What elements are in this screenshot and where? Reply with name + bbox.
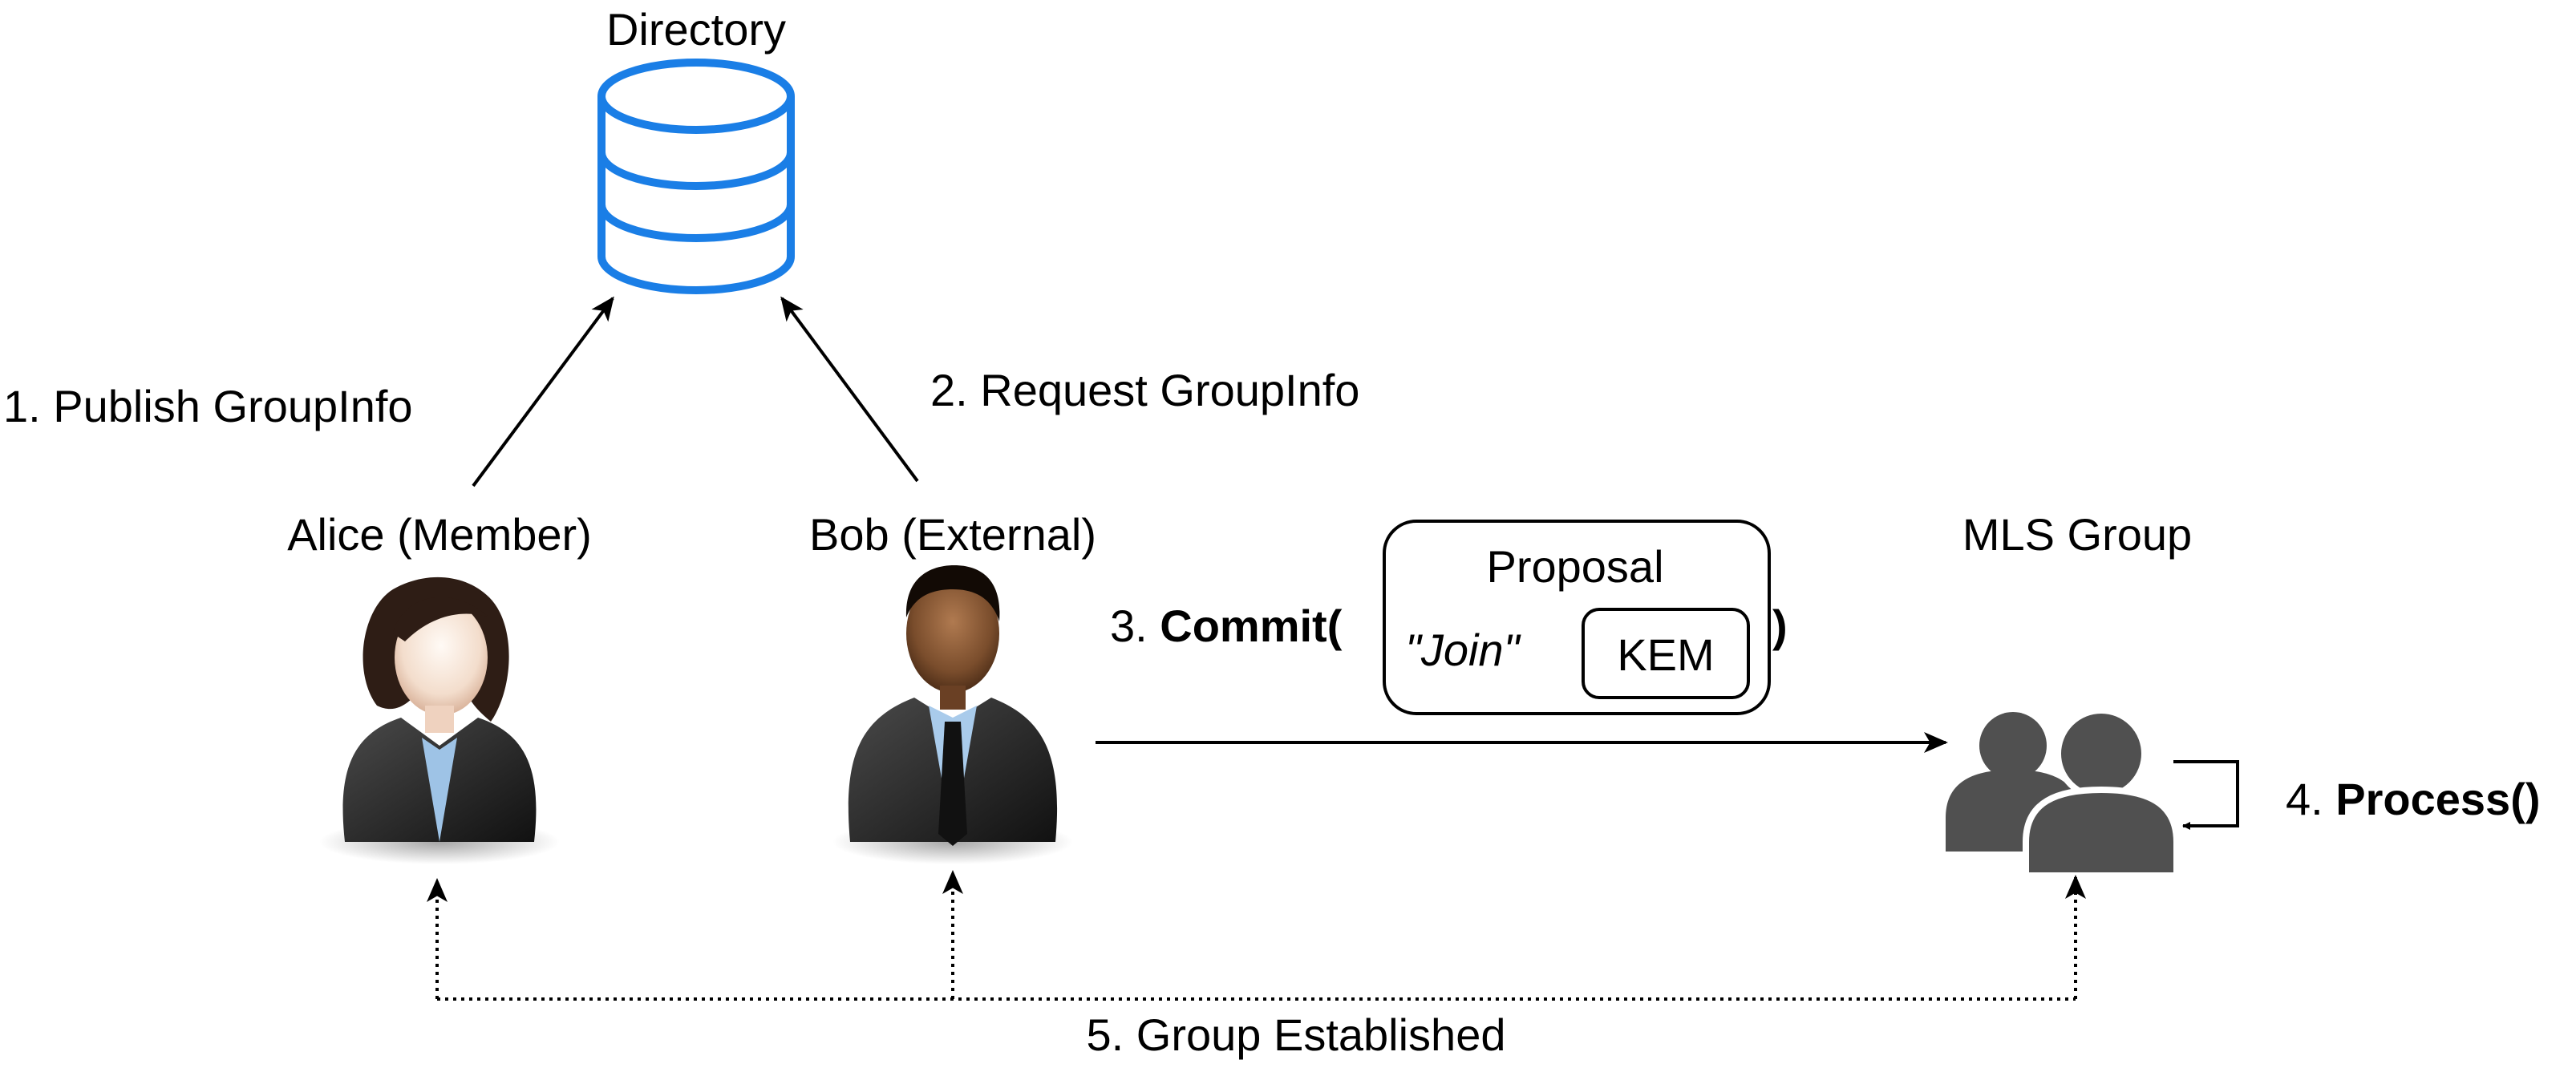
group-users-icon (1946, 707, 2180, 879)
commit-close-paren: ) (1772, 601, 1788, 651)
man-avatar-icon (832, 565, 1073, 864)
process-function: Process() (2335, 774, 2540, 824)
process-step-number: 4. (2286, 774, 2335, 824)
group-established-label: 5. Group Established (1087, 1009, 1506, 1060)
woman-avatar-icon (319, 576, 560, 864)
database-icon (597, 59, 795, 294)
request-arrow (780, 296, 919, 483)
commit-function: Commit( (1160, 601, 1342, 651)
publish-groupinfo-label: 1. Publish GroupInfo (3, 381, 413, 431)
process-loop-arrow (2173, 760, 2239, 830)
directory-label: Directory (606, 4, 786, 55)
kem-label: KEM (1617, 629, 1714, 680)
kem-box (1582, 608, 1750, 699)
group-established-connector (427, 870, 2086, 1001)
commit-label: 3. Commit( (1110, 601, 1343, 651)
proposal-title: Proposal (1486, 541, 1663, 592)
mls-group-label: MLS Group (1962, 509, 2192, 560)
alice-label: Alice (Member) (287, 509, 592, 560)
publish-arrow (472, 296, 614, 487)
join-label: "Join" (1405, 625, 1521, 675)
process-label: 4. Process() (2286, 774, 2541, 824)
commit-step-number: 3. (1110, 601, 1160, 651)
request-groupinfo-label: 2. Request GroupInfo (930, 365, 1359, 415)
bob-label: Bob (External) (809, 509, 1096, 560)
